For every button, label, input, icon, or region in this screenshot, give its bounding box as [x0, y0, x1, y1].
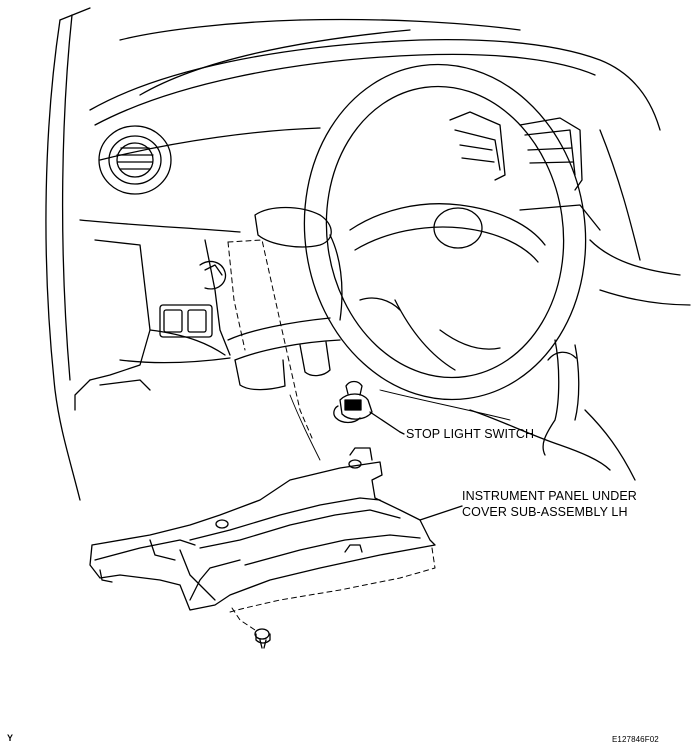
- center-console: [449, 111, 691, 481]
- figure-code: E127846F02: [612, 735, 659, 744]
- bolt-icon: [254, 628, 271, 649]
- hood-release-area: [199, 239, 313, 439]
- bolt-alignment: [229, 547, 436, 631]
- view-marker: Y: [7, 733, 14, 743]
- steering-wheel: [303, 63, 587, 401]
- instrument-panel-under-cover: [89, 447, 463, 611]
- steering-column: [227, 206, 343, 391]
- stop-light-switch: [333, 380, 401, 433]
- callout-line-1: INSTRUMENT PANEL UNDER: [462, 489, 637, 503]
- callout-line-2: COVER SUB-ASSEMBLY LH: [462, 505, 628, 519]
- callout-stop-light-switch: STOP LIGHT SWITCH: [406, 427, 535, 441]
- callout-instrument-panel-under-cover: INSTRUMENT PANEL UNDER COVER SUB-ASSEMBL…: [462, 488, 637, 520]
- dashboard-top: [89, 18, 661, 161]
- air-vent-left: [98, 125, 172, 195]
- a-pillar: [45, 7, 91, 501]
- lower-left-panel: [74, 219, 241, 411]
- floor: [289, 389, 511, 461]
